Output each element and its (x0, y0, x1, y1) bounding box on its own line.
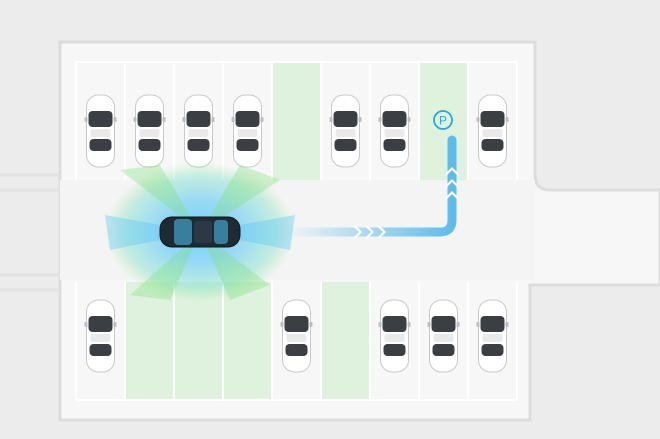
parked-car (182, 94, 215, 168)
parking-slot (223, 282, 272, 400)
parked-car (427, 299, 460, 373)
parked-car (133, 94, 166, 168)
parked-car (378, 299, 411, 373)
chevron-up-icon (446, 167, 458, 200)
parking-marker-icon: P (433, 110, 453, 130)
parked-car (84, 299, 117, 373)
parked-car (476, 94, 509, 168)
parked-car (378, 94, 411, 168)
parking-path (280, 135, 458, 238)
parked-car (84, 94, 117, 168)
parked-car (280, 299, 313, 373)
parking-slot (321, 282, 370, 400)
svg-text:P: P (439, 114, 447, 128)
parked-car (231, 94, 264, 168)
parking-slot (419, 62, 468, 180)
chevron-right-icon (353, 226, 386, 238)
parking-slot (272, 62, 321, 180)
ego-vehicle (159, 216, 241, 248)
parked-car (329, 94, 362, 168)
parked-car (476, 299, 509, 373)
parking-slot (125, 282, 174, 400)
